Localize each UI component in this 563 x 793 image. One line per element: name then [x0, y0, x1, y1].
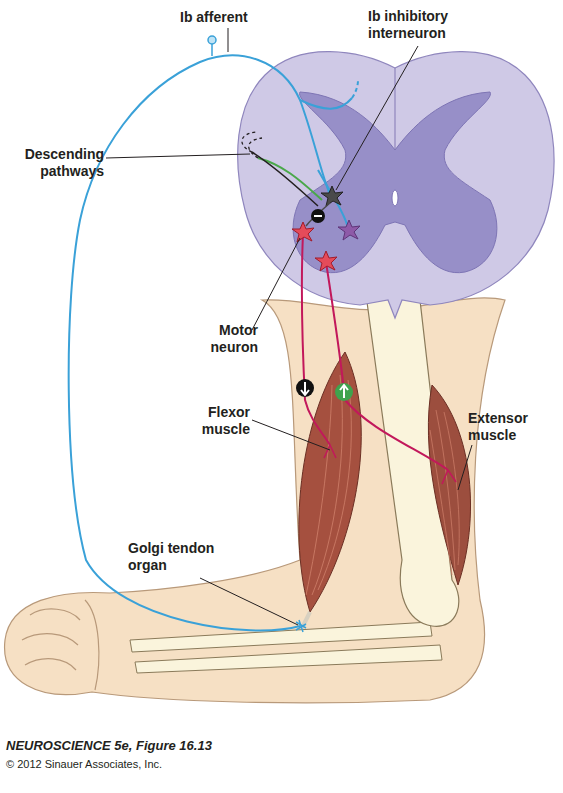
axon-terminals: [324, 445, 456, 484]
descending-pathway: [258, 158, 322, 200]
ib-afferent-branch-dashed: [352, 80, 358, 98]
leader-line: [200, 578, 298, 625]
leader-line: [458, 445, 472, 490]
part-label: Extensor muscle: [468, 410, 552, 444]
leader-line: [106, 154, 250, 158]
motor-neuron: [292, 222, 314, 242]
extensor-muscle: [428, 385, 470, 585]
spinal-cord-gray-matter: [293, 92, 497, 273]
leader-line: [252, 420, 330, 450]
up-arrow: [340, 385, 348, 398]
muscle-striations: [430, 410, 459, 575]
dorsal-root-ganglion-cell: [208, 36, 216, 44]
extensor-motor-axon: [326, 262, 448, 470]
central-canal: [392, 190, 398, 206]
flexor-muscle: [299, 352, 361, 612]
leader-line: [252, 238, 300, 330]
down-arrow: [301, 382, 309, 395]
leader-line: [228, 28, 229, 52]
inhibition-symbol: [311, 209, 325, 223]
golgi-tendon-organ: [296, 620, 306, 632]
dorsal-sulcus: [394, 68, 395, 150]
part-label: Ib afferent: [180, 9, 280, 26]
muscle-striations: [306, 375, 351, 595]
part-label: Descending pathways: [8, 146, 104, 180]
part-label: Motor neuron: [196, 322, 258, 356]
ib-afferent-fiber: [69, 56, 330, 631]
leader-line: [336, 46, 418, 190]
part-label: Flexor muscle: [182, 404, 250, 438]
figure-caption: NEUROSCIENCE 5e, Figure 16.13: [6, 738, 212, 753]
part-label: Golgi tendon organ: [128, 540, 236, 574]
forearm-bone: [135, 645, 442, 673]
increased-activity-symbol: [335, 383, 353, 401]
part-label: Ib inhibitory interneuron: [368, 8, 480, 42]
minus-sign: [314, 215, 322, 217]
decreased-activity-symbol: [296, 379, 314, 397]
copyright-notice: © 2012 Sinauer Associates, Inc.: [6, 758, 306, 770]
interneuron-axon: [306, 203, 330, 226]
descending-pathway: [252, 152, 318, 206]
ib-afferent-branch: [300, 98, 352, 228]
motor-neuron: [338, 220, 360, 240]
motor-neuron: [315, 251, 337, 271]
ganglion-stalk: [211, 44, 213, 56]
finger-lines: [22, 600, 99, 690]
inhibitory-interneuron: [321, 186, 343, 206]
spinal-cord-white-matter: [238, 52, 554, 318]
